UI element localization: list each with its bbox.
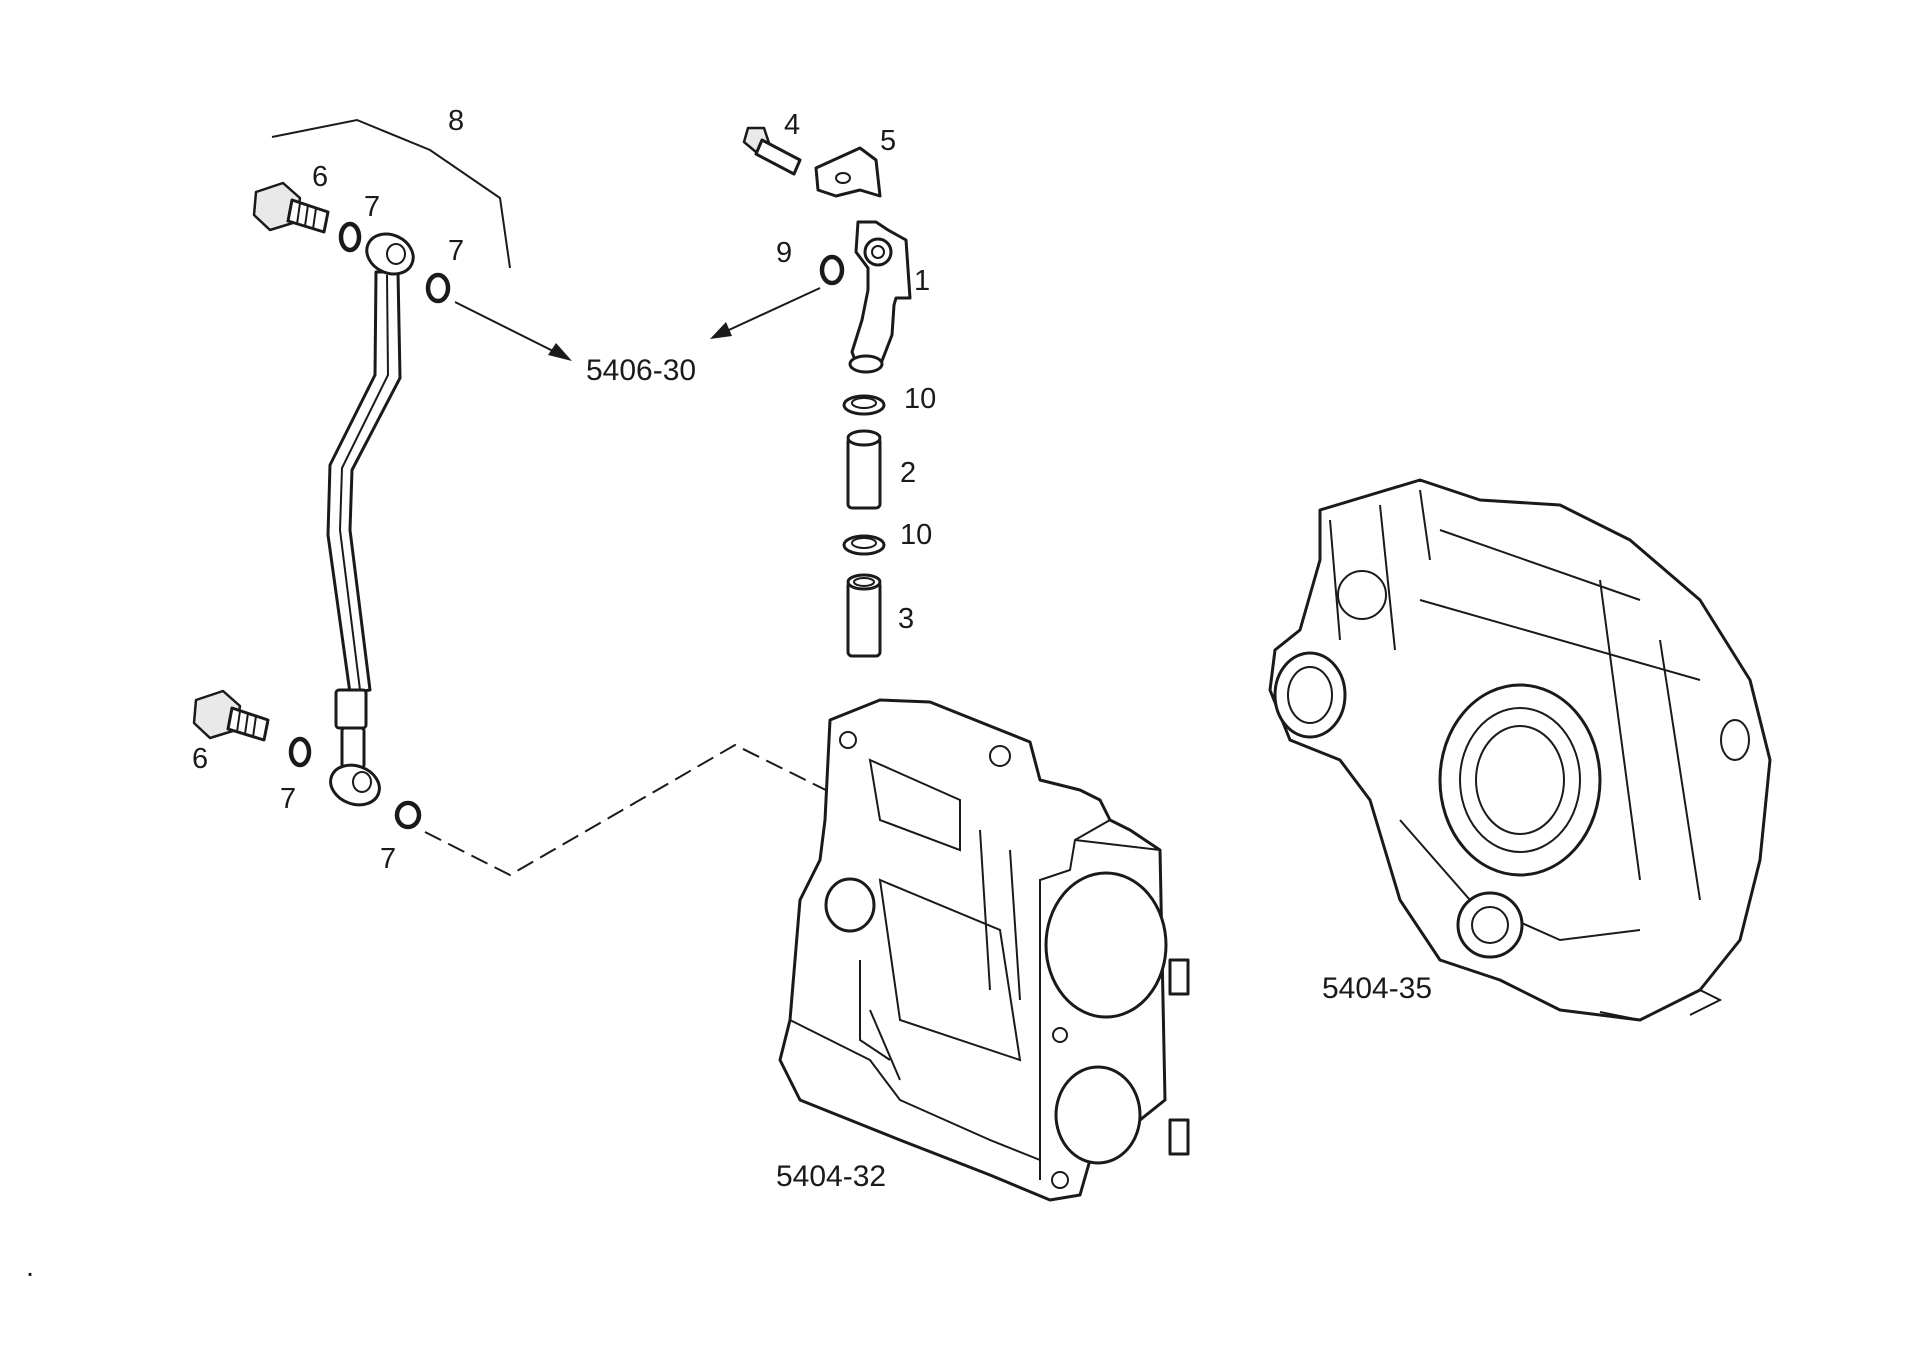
housing-32-bolt-hole-2 bbox=[989, 745, 1011, 767]
arrow-head-left bbox=[548, 343, 572, 361]
housing-35-crank-bore-seal bbox=[1475, 725, 1565, 835]
callout-7-lower-left: 7 bbox=[280, 783, 296, 815]
callout-10-upper: 10 bbox=[904, 383, 936, 415]
bolt-thread-lower bbox=[236, 710, 257, 738]
seal-ring-10-upper-inner bbox=[851, 397, 877, 409]
bracket-8-line bbox=[271, 118, 511, 269]
callout-1: 1 bbox=[914, 265, 930, 297]
housing-32-base-edge bbox=[789, 1019, 1041, 1161]
upper-banjo-fitting bbox=[365, 232, 415, 276]
oil-pipe-assembly bbox=[326, 232, 415, 807]
housing-32-bolt-hole-4 bbox=[1051, 1171, 1069, 1189]
ref-5404-35: 5404-35 bbox=[1322, 972, 1432, 1005]
housing-35-ribs-top bbox=[1419, 529, 1701, 681]
bolt-4 bbox=[742, 126, 802, 176]
ref-5404-32: 5404-32 bbox=[776, 1160, 886, 1193]
housing-32-lug-2 bbox=[1168, 1118, 1190, 1156]
section-references: 5406-30 5404-32 5404-35 . bbox=[26, 354, 1432, 1283]
housing-35-left-port-inner bbox=[1287, 666, 1333, 724]
clamp-5 bbox=[814, 146, 882, 198]
banjo-bolt-lower bbox=[192, 689, 270, 742]
housing-32-large-bore bbox=[1044, 871, 1168, 1019]
dashed-assembly-line bbox=[424, 743, 851, 877]
housing-32-top-pocket bbox=[868, 758, 961, 852]
pipe-highlight bbox=[338, 274, 390, 691]
seal-ring-9 bbox=[819, 254, 845, 286]
bolt-shank-upper bbox=[286, 198, 330, 234]
housing-32-ribs bbox=[979, 829, 1021, 1001]
housing-35-ribs-right bbox=[1599, 579, 1701, 901]
callout-2: 2 bbox=[900, 457, 916, 489]
gear-housing-5404-32 bbox=[778, 698, 1190, 1202]
housing-35-crank-bore bbox=[1438, 683, 1602, 877]
arrow-head-right bbox=[710, 322, 732, 339]
pipe-elbow-inlet-bore bbox=[871, 245, 885, 259]
housing-35-lower-port-inner bbox=[1471, 906, 1509, 944]
seal-ring-7-upper-right bbox=[425, 272, 451, 304]
callout-7-upper-left: 7 bbox=[364, 191, 380, 223]
ref-5406-30: 5406-30 bbox=[586, 354, 696, 387]
housing-32-channel bbox=[859, 960, 901, 1081]
arrow-line-right bbox=[717, 287, 821, 336]
leader-lines bbox=[271, 118, 851, 877]
pipe-3-bore bbox=[853, 577, 875, 587]
bolt-shank-lower bbox=[226, 706, 270, 742]
housing-35-ribs-left bbox=[1329, 489, 1431, 651]
housing-35-upper-bore bbox=[1337, 570, 1387, 620]
bolt-thread-upper bbox=[296, 202, 317, 230]
pipe-2 bbox=[846, 429, 882, 510]
housing-35-base-flange bbox=[1599, 989, 1723, 1021]
seal-ring-7-lower-left bbox=[288, 736, 312, 768]
housing-32-bolt-hole-1 bbox=[839, 731, 857, 749]
pipe-2-top bbox=[846, 429, 882, 447]
housing-32-window bbox=[878, 878, 1022, 1062]
housing-35-crank-bore-inner bbox=[1459, 707, 1581, 853]
lower-banjo-bore bbox=[352, 771, 372, 793]
clamp-5-hole bbox=[835, 172, 851, 184]
callout-labels: 1 2 3 4 5 6 6 7 7 7 7 8 9 10 10 bbox=[192, 105, 936, 875]
arrow-line-left bbox=[454, 301, 566, 358]
sealing-rings bbox=[288, 221, 886, 830]
seal-ring-7-lower-right bbox=[394, 800, 422, 830]
housing-32-lower-bore bbox=[1054, 1065, 1142, 1165]
housing-32-side-edge bbox=[1039, 819, 1111, 1180]
housing-32-lug-1 bbox=[1168, 958, 1190, 996]
upper-banjo-bore bbox=[386, 243, 406, 265]
callout-7-upper-right: 7 bbox=[448, 235, 464, 267]
housing-35-lower-port bbox=[1456, 891, 1524, 959]
pipe-elbow-outlet bbox=[848, 354, 884, 374]
callout-6-lower: 6 bbox=[192, 743, 208, 775]
pipe-elbow-inlet bbox=[863, 237, 893, 267]
seal-ring-7-upper-left bbox=[338, 221, 362, 253]
lower-pipe-nut bbox=[334, 688, 368, 730]
callout-10-lower: 10 bbox=[900, 519, 932, 551]
banjo-bolt-upper bbox=[252, 181, 330, 234]
housing-35-side-hole bbox=[1720, 719, 1750, 761]
callout-5: 5 bbox=[880, 125, 896, 157]
seal-ring-10-lower-inner bbox=[851, 537, 877, 549]
housing-35-left-port bbox=[1273, 651, 1347, 739]
pipe-elbow-1 bbox=[848, 220, 912, 374]
pipe-3-body bbox=[846, 580, 882, 658]
callout-7-lower-right: 7 bbox=[380, 843, 396, 875]
pipe-tube bbox=[326, 270, 402, 695]
lower-pipe-sleeve bbox=[340, 726, 366, 770]
lower-banjo-fitting bbox=[329, 763, 381, 807]
bolt-4-shank bbox=[754, 138, 802, 176]
callout-4: 4 bbox=[784, 109, 800, 141]
housing-32-top-edge bbox=[1074, 839, 1161, 851]
pipe-2-body bbox=[846, 436, 882, 510]
callout-6-upper: 6 bbox=[312, 161, 328, 193]
clamp-5-body bbox=[814, 146, 882, 198]
housing-32-left-bore bbox=[824, 877, 876, 933]
footnote-mark: . bbox=[26, 1251, 34, 1283]
callout-9: 9 bbox=[776, 237, 792, 269]
callout-8: 8 bbox=[448, 105, 464, 137]
callout-3: 3 bbox=[898, 603, 914, 635]
pipe-3 bbox=[846, 573, 882, 658]
flywheel-housing-5404-35 bbox=[1268, 478, 1772, 1022]
housing-32-bolt-hole-3 bbox=[1052, 1027, 1068, 1043]
